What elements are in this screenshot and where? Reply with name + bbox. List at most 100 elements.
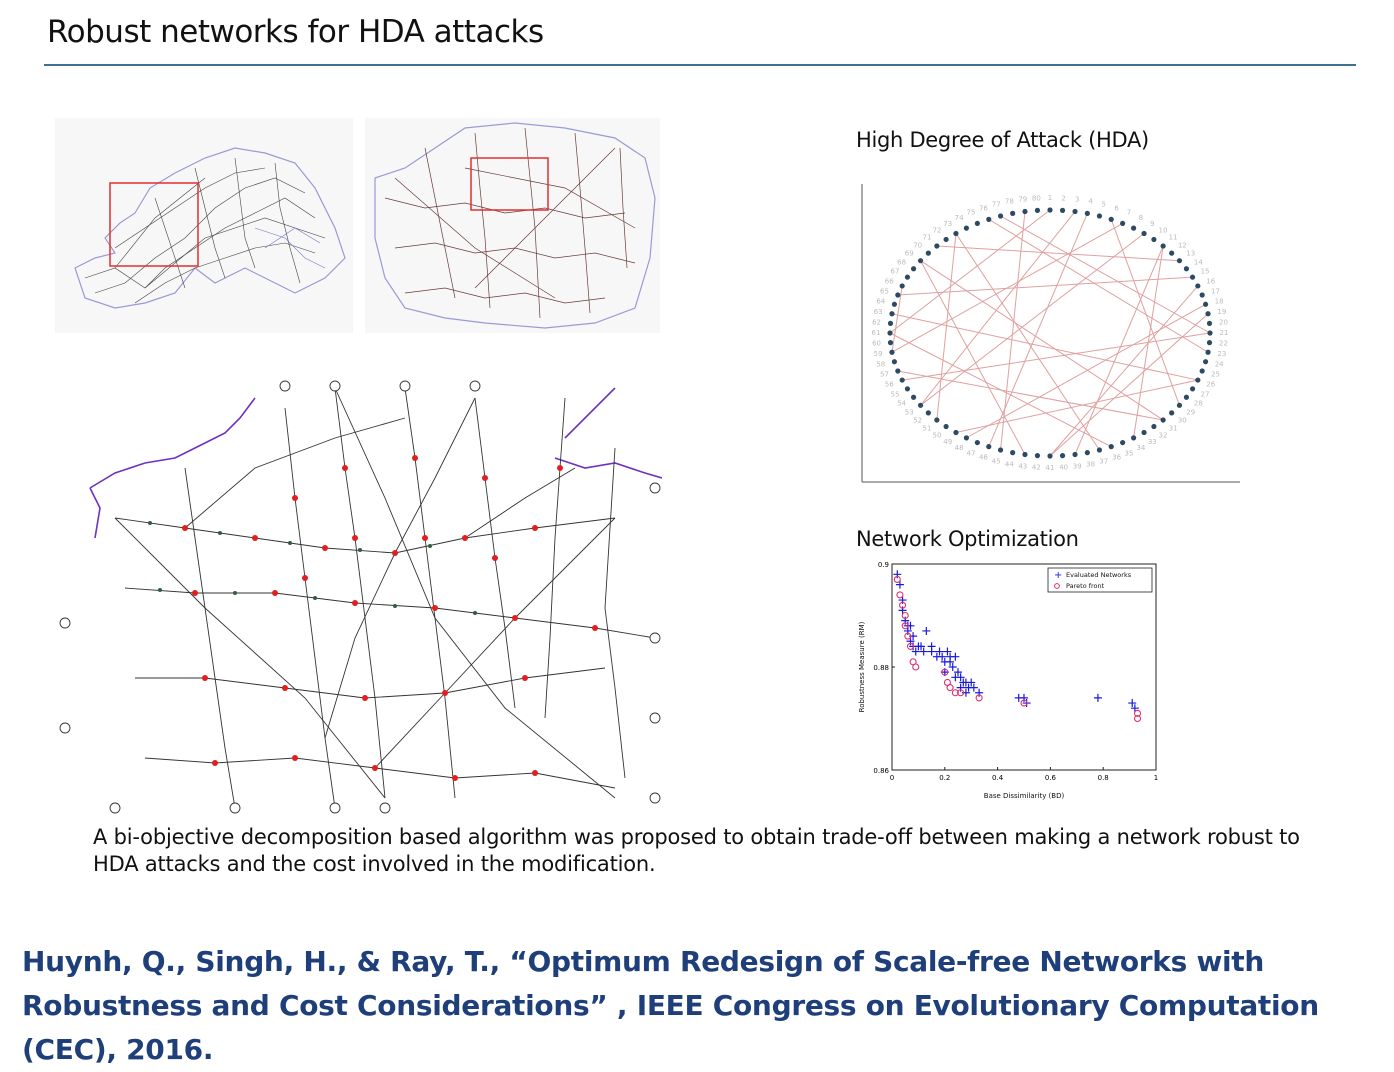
pareto-front-point	[904, 632, 912, 640]
hda-node-number: 23	[1217, 350, 1226, 358]
hda-edge	[1000, 215, 1211, 334]
hda-node-number: 41	[1046, 464, 1055, 472]
network-optimization-label: Network Optimization	[856, 527, 1079, 551]
evaluated-network-point	[911, 647, 920, 656]
x-tick-label: 1	[1154, 774, 1158, 782]
hda-node-number: 38	[1086, 460, 1095, 468]
pareto-front-point	[975, 694, 983, 702]
hda-node-number: 13	[1186, 250, 1195, 258]
hda-node-number: 6	[1114, 204, 1119, 212]
hda-node	[1206, 320, 1213, 326]
x-axis-label: Base Dissimilarity (BD)	[984, 792, 1065, 800]
hda-node	[974, 439, 980, 446]
figure-caption: A bi-objective decomposition based algor…	[93, 825, 1300, 876]
hda-edge	[889, 209, 1051, 334]
pareto-front-point	[951, 689, 959, 697]
hda-node-number: 39	[1073, 462, 1082, 470]
hda-node-number: 78	[1005, 198, 1014, 206]
hda-node	[934, 417, 940, 423]
hda-node-number: 64	[876, 297, 885, 305]
hda-node	[1205, 349, 1211, 355]
hda-node-number: 46	[979, 454, 988, 462]
hda-node-number: 16	[1206, 277, 1215, 285]
pareto-front-point	[899, 601, 907, 609]
title-divider	[44, 64, 1356, 66]
hda-node	[1195, 377, 1201, 383]
hda-node	[1189, 386, 1196, 392]
hda-node-number: 43	[1018, 462, 1027, 470]
hda-node	[889, 311, 895, 317]
evaluated-network-point	[956, 673, 965, 682]
evaluated-network-point	[954, 668, 962, 677]
hda-node	[925, 250, 931, 256]
hda-node	[1176, 402, 1183, 408]
hda-edge	[1110, 219, 1180, 406]
hda-node	[1169, 410, 1175, 416]
hda-edge	[897, 370, 1164, 421]
hda-node	[1130, 435, 1137, 441]
hda-node	[1160, 243, 1166, 249]
hda-node	[899, 377, 905, 383]
hda-node	[904, 274, 911, 280]
hda-node-number: 5	[1102, 201, 1106, 209]
evaluated-network-point	[922, 626, 931, 635]
hda-node	[953, 429, 959, 436]
hda-node-number: 69	[905, 250, 914, 258]
y-tick-label: 0.9	[878, 561, 889, 569]
hda-edge	[966, 303, 1206, 439]
pareto-front-point	[901, 611, 909, 620]
hda-node-number: 47	[967, 449, 976, 457]
hda-node	[1176, 258, 1183, 264]
hda-edge	[920, 260, 1026, 455]
hda-node	[963, 225, 970, 231]
y-tick-label: 0.88	[873, 664, 889, 672]
hda-node	[986, 216, 992, 222]
hda-node-number: 80	[1032, 194, 1041, 202]
evaluated-network-point	[943, 647, 952, 656]
hda-edge	[1000, 211, 1026, 451]
hda-node	[1183, 394, 1190, 400]
hda-node-number: 19	[1217, 308, 1226, 316]
pareto-front-point	[1133, 709, 1142, 717]
hda-node	[910, 266, 917, 272]
evaluated-network-point	[1130, 704, 1139, 713]
hda-node	[1195, 283, 1201, 289]
chart-legend: + Evaluated Networks Pareto front	[1047, 567, 1153, 593]
hda-node-number: 36	[1112, 454, 1121, 462]
evaluated-network-point	[951, 652, 960, 661]
hda-node	[1202, 359, 1209, 365]
hda-node-number: 42	[1032, 464, 1041, 472]
hda-node	[910, 394, 917, 400]
hda-node	[1169, 250, 1175, 256]
hda-node	[1130, 225, 1137, 231]
hda-edge	[1074, 245, 1164, 455]
pareto-front-point	[946, 684, 954, 692]
hda-edge	[988, 218, 1209, 353]
hda-edge	[936, 245, 1180, 262]
hda-node	[891, 359, 898, 365]
hda-node-number: 26	[1206, 381, 1215, 389]
hda-node	[943, 236, 949, 243]
hda-node	[1120, 439, 1126, 446]
hda-node-number: 63	[874, 308, 883, 316]
hda-node	[986, 444, 992, 450]
hda-node-number: 25	[1211, 371, 1220, 379]
evaluated-network-point	[919, 647, 928, 656]
hda-node	[1072, 451, 1078, 458]
hda-node-number: 44	[1005, 460, 1014, 468]
hda-node-number: 8	[1139, 214, 1143, 222]
hda-node-number: 56	[885, 381, 894, 389]
evaluated-network-point	[895, 580, 904, 589]
hda-node-number: 7	[1127, 209, 1131, 217]
hda-node-number: 66	[885, 277, 894, 285]
hda-node	[899, 283, 905, 289]
x-tick-label: 0.6	[1045, 774, 1057, 782]
hda-node	[1141, 429, 1147, 436]
legend-evaluated-label: Evaluated Networks	[1066, 571, 1132, 579]
hda-node-number: 9	[1150, 220, 1154, 228]
hda-node	[1096, 213, 1103, 219]
europe-grid-map	[55, 118, 353, 333]
hda-node	[1084, 450, 1090, 456]
